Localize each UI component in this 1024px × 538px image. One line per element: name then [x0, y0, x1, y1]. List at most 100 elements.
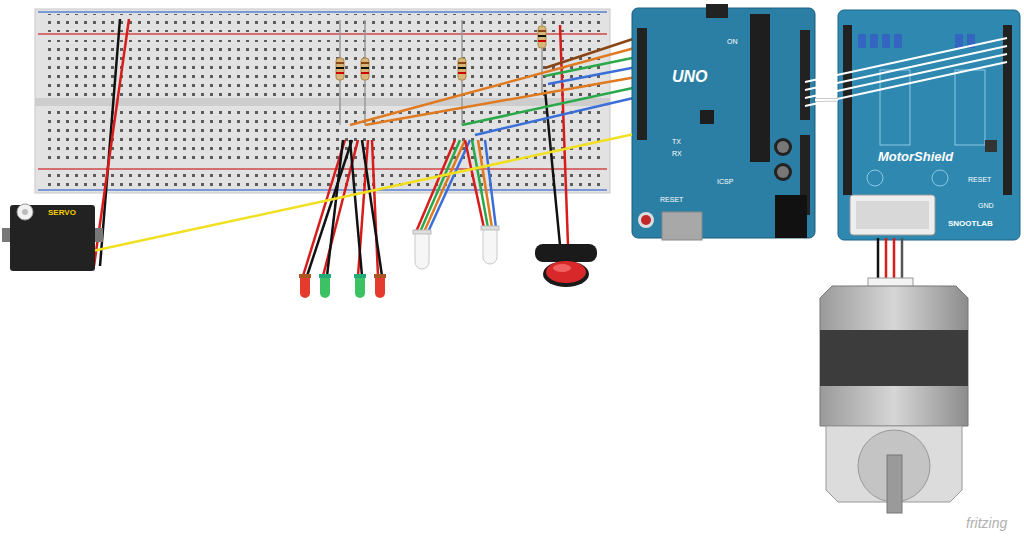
shield-jumper-wires: [805, 54, 1007, 98]
led: [354, 274, 366, 278]
rgb-led-wires: [485, 140, 496, 228]
resistor-symbol: [458, 72, 466, 74]
motor-shield-board: [985, 140, 997, 152]
resistor-symbol: [336, 62, 344, 64]
wire-outline: [815, 98, 838, 102]
motor-shield-board: [882, 34, 890, 48]
rgb-led-wires: [416, 140, 496, 232]
motor-shield-board: [838, 10, 1020, 240]
stepper-motor: [820, 278, 968, 513]
shield-jumper-wires: [805, 62, 1007, 106]
stepper-motor: [887, 455, 902, 513]
led: [319, 274, 331, 278]
resistor-symbol: [458, 67, 466, 69]
board-label: RESET: [660, 196, 683, 204]
signal-wires: [350, 36, 642, 135]
resistor-symbol: [458, 62, 466, 64]
button-wires: [560, 25, 568, 245]
led: [299, 274, 311, 278]
motor-shield-board: [894, 34, 902, 48]
rgb-led-wires: [428, 140, 470, 232]
resistor-symbol: [458, 58, 466, 80]
led: [299, 274, 386, 298]
motor-shield-board: [932, 170, 948, 186]
led-wires: [350, 140, 362, 276]
arduino-uno-board: UNOONTXRXICSPRESET: [632, 8, 815, 238]
stepper-wires: [901, 238, 904, 282]
motor-shield-board: [955, 34, 963, 48]
jumper-wire: [815, 99, 838, 101]
resistor-symbol: [361, 62, 369, 64]
signal-wires: [545, 36, 642, 68]
breadboard: [45, 40, 600, 96]
stepper-motor: [820, 330, 968, 386]
push-button: [546, 261, 586, 283]
watermark: fritzing: [966, 516, 1007, 531]
arduino-board: [662, 212, 702, 240]
led-wires: [307, 140, 352, 276]
push-button: [543, 261, 589, 287]
breadboard: [35, 9, 610, 193]
arduino-board: [777, 166, 789, 178]
resistor-symbol: [336, 72, 344, 74]
arduino-board: [777, 141, 789, 153]
board-label: TX: [672, 138, 681, 146]
part-title: SERVO: [48, 209, 76, 218]
led: [300, 278, 310, 298]
motor-shield-board: MotorShieldSNOOTLABRESETGND: [838, 10, 1020, 240]
breadboard: [38, 11, 607, 13]
board-label: RESET: [968, 176, 991, 184]
stepper-wires: [877, 238, 880, 282]
arduino-board: [632, 8, 815, 238]
resistor-symbol: [361, 67, 369, 69]
breadboard: [45, 171, 600, 189]
stepper-wires: [885, 238, 888, 282]
motor-shield-board: [858, 34, 866, 48]
led: [320, 278, 330, 298]
arduino-board: [775, 195, 807, 238]
resistor-symbol: [336, 67, 344, 69]
resistor-symbol: [538, 30, 546, 32]
arduino-board: [706, 4, 728, 18]
motor-shield-board: [856, 201, 929, 229]
breadboard: [38, 189, 607, 191]
motor-shield-board: [870, 34, 878, 48]
breadboard: [38, 168, 607, 170]
signal-wires: [365, 76, 642, 125]
arduino-board: [700, 110, 714, 124]
arduino-board: [638, 212, 654, 228]
led: [375, 278, 385, 298]
resistor-symbol: [538, 26, 546, 48]
signal-wires: [548, 66, 642, 84]
led-wires: [362, 140, 382, 276]
motor-shield-board: [1003, 25, 1012, 195]
part-title: MotorShield: [878, 150, 953, 164]
board-label: RX: [672, 150, 682, 158]
resistor-symbol: [538, 35, 546, 37]
motor-shield-board: [850, 195, 935, 235]
stepper-motor: [820, 286, 968, 426]
servo: SERVO: [10, 205, 95, 271]
board-label: ON: [727, 38, 738, 46]
push-button: [535, 244, 597, 262]
stepper-wires: [893, 238, 896, 282]
signal-wires: [545, 56, 642, 76]
servo-body: [2, 204, 103, 271]
led: [374, 274, 386, 278]
rgb-led: [413, 226, 499, 269]
rgb-led: [413, 230, 431, 234]
board-label: SNOOTLAB: [948, 220, 993, 229]
shield-jumper-wires: [805, 38, 1007, 106]
arduino-board: [774, 138, 792, 156]
button-wires: [545, 90, 560, 245]
led-wires: [327, 140, 343, 276]
servo-body: [17, 204, 33, 220]
servo-body: [10, 205, 95, 271]
led-wires: [303, 140, 382, 276]
arduino-board: [632, 4, 815, 240]
resistor-symbol: [361, 72, 369, 74]
motor-shield-board: [843, 25, 852, 195]
